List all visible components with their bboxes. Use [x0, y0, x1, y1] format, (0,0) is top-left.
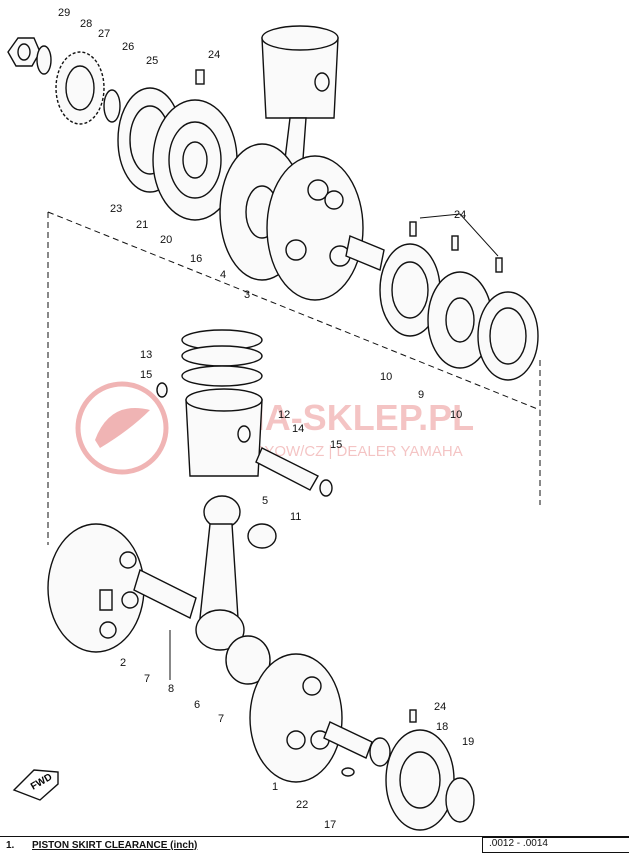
- bearing-18: [385, 729, 455, 831]
- guide-lines: [47, 211, 541, 680]
- callout-23: 23: [110, 203, 122, 215]
- washer-28: [36, 45, 52, 75]
- pin-24-bottom: [409, 709, 417, 723]
- washer-22: [369, 737, 391, 767]
- key-26: [103, 89, 121, 123]
- callout-26: 26: [122, 41, 134, 53]
- callout-10: 10: [380, 371, 392, 383]
- bearing-10-right: [477, 291, 539, 381]
- spec-table: 1. PISTON SKIRT CLEARANCE (inch) .0012 -…: [0, 836, 629, 859]
- spec-row-value: .0012 - .0014: [482, 837, 629, 853]
- callout-27: 27: [98, 28, 110, 40]
- clip-15-left: [156, 382, 168, 398]
- callout-22: 22: [296, 799, 308, 811]
- callout-19: 19: [462, 736, 474, 748]
- seal-19: [445, 777, 475, 823]
- callout-3: 3: [244, 289, 250, 301]
- bearing-10-left: [379, 243, 441, 337]
- seal-9: [427, 271, 493, 369]
- callout-6: 6: [194, 699, 200, 711]
- spec-row: 1. PISTON SKIRT CLEARANCE (inch) .0012 -…: [0, 837, 629, 854]
- crank-wheel-1: [249, 653, 373, 783]
- clip-15-right: [319, 479, 333, 497]
- callout-5: 5: [262, 495, 268, 507]
- callout-12: 12: [278, 409, 290, 421]
- piston-pin-14: [255, 447, 319, 491]
- callout-15: 15: [140, 369, 152, 381]
- splined-shaft: [345, 235, 385, 271]
- callout-7: 7: [218, 713, 224, 725]
- bearing-20: [152, 99, 238, 221]
- callout-18: 18: [436, 721, 448, 733]
- spec-row-number: 1.: [6, 840, 15, 851]
- callout-4: 4: [220, 269, 226, 281]
- pin-24-top: [195, 69, 205, 85]
- callout-11: 11: [290, 511, 301, 523]
- callout-28: 28: [80, 18, 92, 30]
- key-17: [341, 767, 355, 777]
- crank-wheel-2: [47, 523, 145, 653]
- callout-24: 24: [454, 209, 466, 221]
- callout-29: 29: [58, 7, 70, 19]
- needle-bearing-lower: [225, 635, 271, 685]
- callout-21: 21: [136, 219, 148, 231]
- callout-13: 13: [140, 349, 152, 361]
- nut-29: [7, 37, 41, 67]
- callout-7: 7: [144, 673, 150, 685]
- piston-rings-13: [181, 329, 263, 387]
- piston-12: [185, 388, 263, 477]
- callout-20: 20: [160, 234, 172, 246]
- spec-row-label: PISTON SKIRT CLEARANCE (inch): [32, 840, 198, 851]
- callout-24: 24: [434, 701, 446, 713]
- callout-8: 8: [168, 683, 174, 695]
- callout-2: 2: [120, 657, 126, 669]
- crank-pin-8: [133, 569, 197, 619]
- watermark-logo: [75, 381, 169, 475]
- callout-10: 10: [450, 409, 462, 421]
- callout-1: 1: [272, 781, 278, 793]
- pins-24-right: [409, 213, 503, 273]
- callout-15: 15: [330, 439, 342, 451]
- callout-9: 9: [418, 389, 424, 401]
- callout-17: 17: [324, 819, 336, 831]
- fwd-arrow-icon: [12, 769, 59, 801]
- gear-27: [55, 51, 105, 125]
- callout-25: 25: [146, 55, 158, 67]
- crank-wheel-3: [266, 155, 364, 301]
- connecting-rod: [195, 495, 245, 651]
- callout-14: 14: [292, 423, 304, 435]
- callout-24: 24: [208, 49, 220, 61]
- callout-16: 16: [190, 253, 202, 265]
- needle-bearing-11: [247, 523, 277, 549]
